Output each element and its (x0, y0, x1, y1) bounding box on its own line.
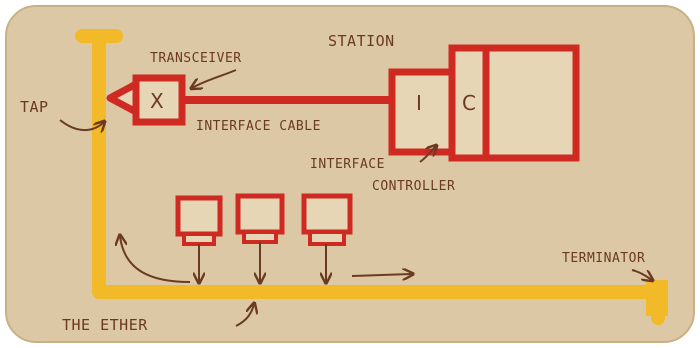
station: I C (388, 44, 580, 162)
terminator-label: TERMINATOR (562, 251, 645, 266)
interface-box (388, 68, 456, 156)
transceiver-pointer (192, 69, 237, 88)
ether-pointer (235, 304, 254, 327)
station-node-1 (175, 195, 223, 282)
station-box (482, 44, 580, 162)
ether-cable (75, 29, 668, 325)
terminator-block (646, 280, 668, 316)
controller-box (448, 44, 490, 162)
interface-controller-label-line1: INTERFACE (310, 157, 385, 172)
tap-pointer (59, 120, 104, 130)
station-label: STATION (328, 32, 395, 50)
terminator-pointer (631, 269, 652, 280)
interface-controller-pointer (419, 146, 436, 163)
station-node-3 (301, 193, 353, 282)
interface-controller-label-line2: CONTROLLER (372, 179, 455, 194)
controller-box-label: C (462, 91, 476, 115)
station-node-2 (235, 193, 285, 282)
signal-arrow-right (351, 274, 412, 276)
interface-box-label: I (416, 91, 422, 115)
tap-label: TAP (20, 98, 49, 116)
signal-arrow-left (120, 236, 191, 283)
transceiver-label: TRANSCEIVER (150, 51, 242, 66)
transceiver: X (106, 74, 186, 126)
transceiver-box-label: X (150, 89, 164, 113)
interface-cable-label: INTERFACE CABLE (196, 119, 321, 134)
the-ether-label: THE ETHER (62, 316, 148, 334)
